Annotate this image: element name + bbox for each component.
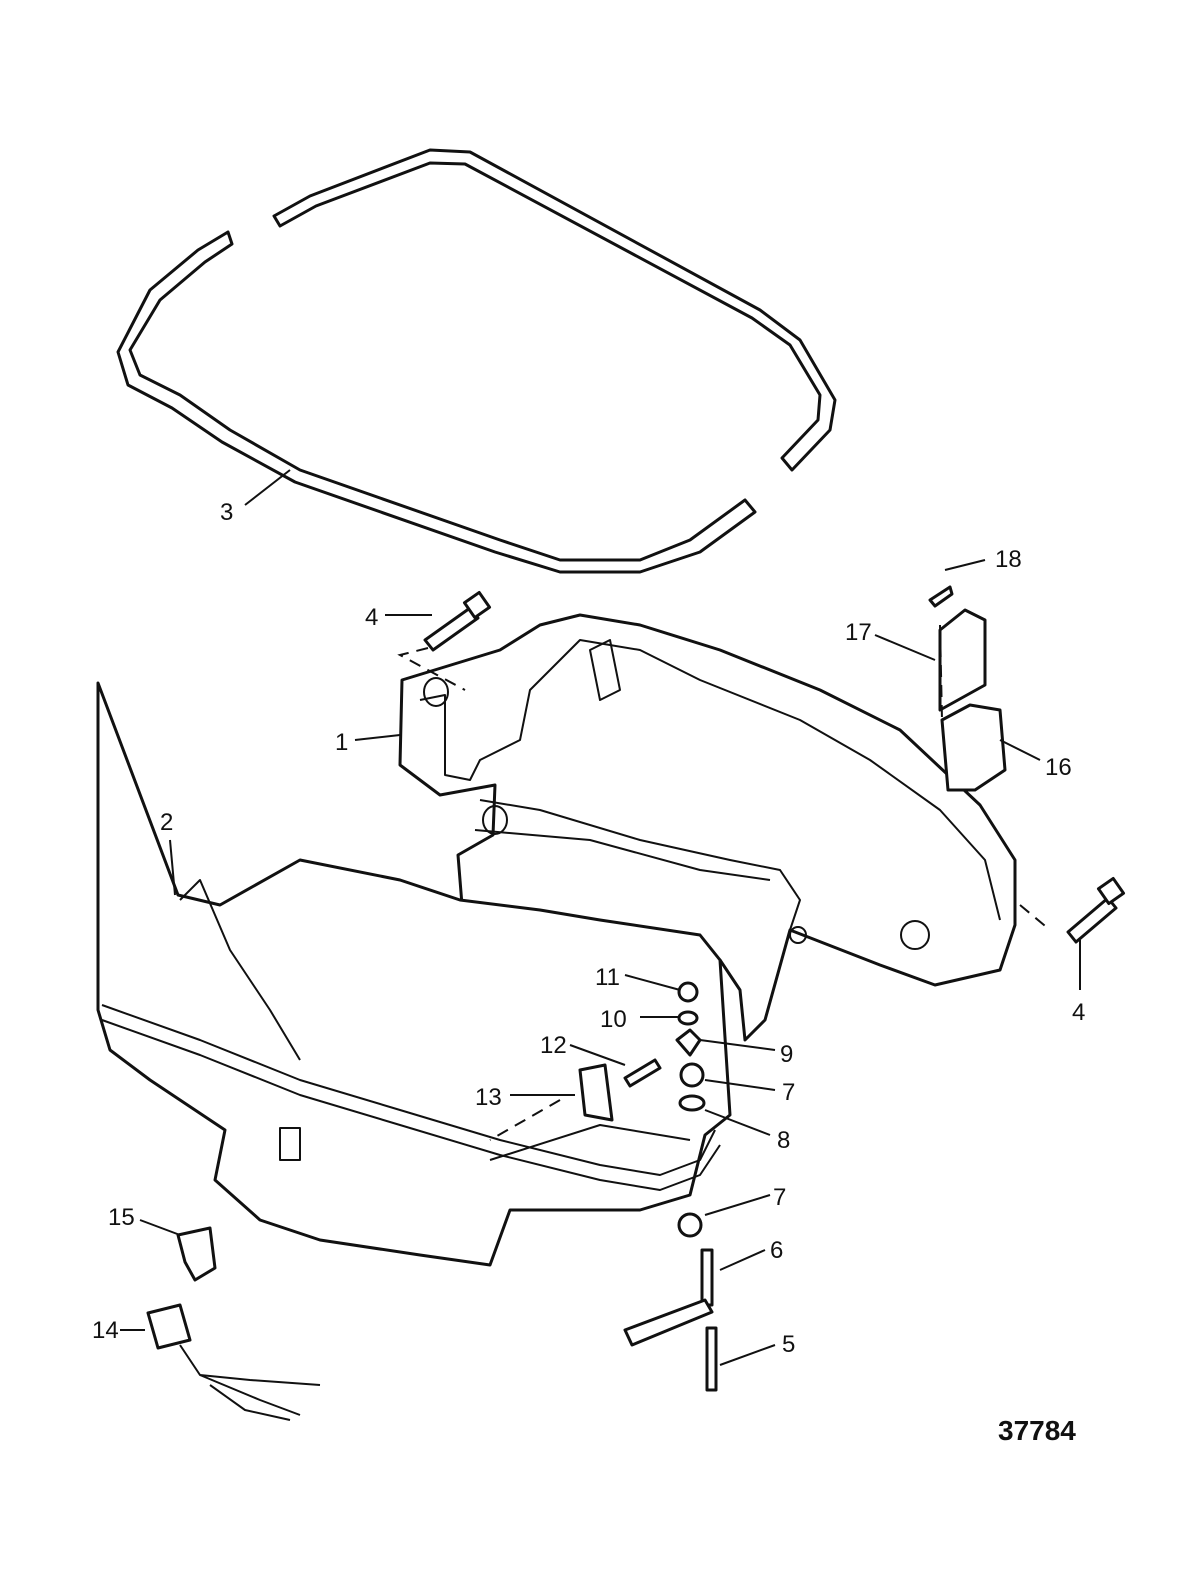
switch-and-clip <box>146 1226 321 1421</box>
callout-11: 11 <box>595 964 620 991</box>
callout-14: 14 <box>92 1317 119 1344</box>
bolt-right <box>1066 876 1126 944</box>
callout-4-right: 4 <box>1072 999 1085 1026</box>
upper-cowl <box>398 613 1017 1042</box>
leader-lines <box>120 469 1081 1366</box>
callout-7-lower: 7 <box>773 1184 786 1211</box>
callout-2: 2 <box>160 809 173 836</box>
lower-cowl <box>96 681 732 1267</box>
callout-labels: 3 4 1 2 18 17 16 4 11 10 12 9 7 8 13 7 6… <box>92 499 1085 1358</box>
callout-15: 15 <box>108 1204 135 1231</box>
callout-17: 17 <box>845 619 872 646</box>
seal-strip <box>116 148 837 574</box>
assembly-lines <box>397 624 1051 1141</box>
callout-4-upper: 4 <box>365 604 378 631</box>
callout-6: 6 <box>770 1237 783 1264</box>
latch-assembly <box>928 585 1007 792</box>
callout-9: 9 <box>780 1041 793 1068</box>
callout-3: 3 <box>220 499 233 526</box>
callout-1: 1 <box>335 729 348 756</box>
callout-7-upper: 7 <box>782 1079 795 1106</box>
callout-12: 12 <box>540 1032 567 1059</box>
callout-8: 8 <box>777 1127 790 1154</box>
figure-number: 37784 <box>998 1415 1076 1446</box>
callout-5: 5 <box>782 1331 795 1358</box>
callout-10: 10 <box>600 1006 627 1033</box>
callout-16: 16 <box>1045 754 1072 781</box>
bolt-upper <box>423 590 492 652</box>
callout-13: 13 <box>475 1084 502 1111</box>
callout-18: 18 <box>995 546 1022 573</box>
